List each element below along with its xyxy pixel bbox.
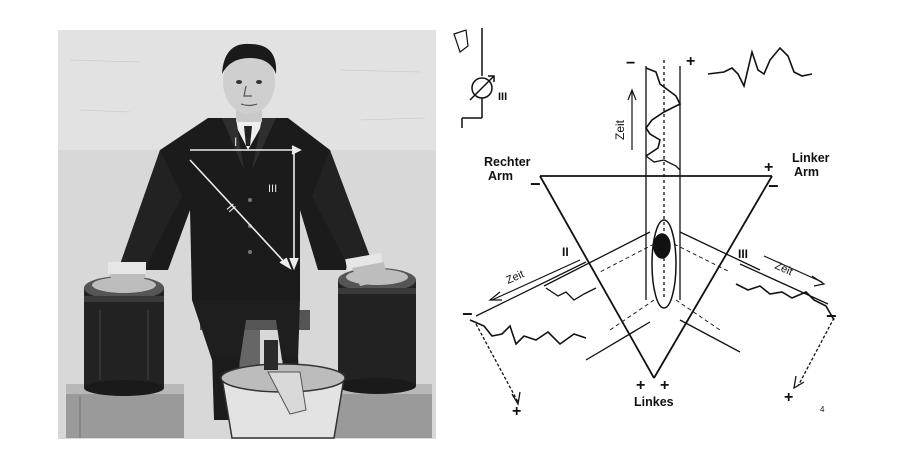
left-leg-sign-right: + <box>660 377 669 394</box>
subject-photo: I II III <box>58 30 436 439</box>
right-arm-sign: − <box>530 174 541 194</box>
vertical-time-arrow <box>627 88 637 150</box>
man-figure <box>108 43 388 420</box>
einthoven-triangle <box>539 175 773 379</box>
left-electrode-jar <box>84 276 164 396</box>
triangle-lead-two-side <box>539 175 655 379</box>
foot-bucket <box>220 340 346 439</box>
galvanometer-symbol <box>453 28 495 128</box>
galvanometer-label: III <box>498 91 507 103</box>
right-electrode-jar <box>338 268 416 394</box>
left-arm-sign-plus: + <box>764 159 773 176</box>
heart-vector-loop <box>651 219 677 309</box>
lead-two-label: II <box>562 245 569 259</box>
triangle-lead-three-side <box>653 175 773 379</box>
footer-mark: 4 <box>820 405 825 414</box>
lead-three-time-label: Zeit <box>773 260 795 278</box>
lead-three-time-arrow <box>763 255 826 287</box>
einthoven-diagram: III Zeit − + <box>453 28 837 420</box>
left-leg-sign-left: + <box>636 377 645 394</box>
lead-three-label: III <box>738 247 748 261</box>
right-arm-label-line2: Arm <box>488 169 513 183</box>
lead-one-label: I <box>234 135 237 149</box>
left-arm-sign-minus: − <box>768 176 779 196</box>
left-arm-label-line2: Arm <box>794 165 819 179</box>
right-arm-label-line1: Rechter <box>484 155 531 169</box>
lead-two-time-arrow <box>488 259 581 301</box>
lead-arrows-overlay <box>189 145 302 271</box>
lead-two-time-label: Zeit <box>504 268 526 286</box>
projection-lines <box>599 243 731 331</box>
vertical-time-label: Zeit <box>613 119 627 140</box>
ecg-waveform-sample <box>707 46 813 89</box>
lead-two-plus-sign: + <box>512 403 521 420</box>
lead-two-arrow <box>189 159 289 267</box>
lead-three-recording <box>679 231 835 390</box>
top-plus-sign: + <box>686 53 695 70</box>
lead-one-recording <box>645 60 682 300</box>
lead-three-plus-sign: + <box>784 389 793 406</box>
lead-two-recording <box>469 231 651 406</box>
left-arm-label-line1: Linker <box>792 151 830 165</box>
lead-three-label: III <box>268 183 277 195</box>
left-leg-label: Linkes <box>634 395 674 409</box>
top-minus-sign: − <box>626 55 635 72</box>
lead-two-minus-sign: − <box>462 304 473 324</box>
lead-three-minus-sign: − <box>826 306 837 326</box>
